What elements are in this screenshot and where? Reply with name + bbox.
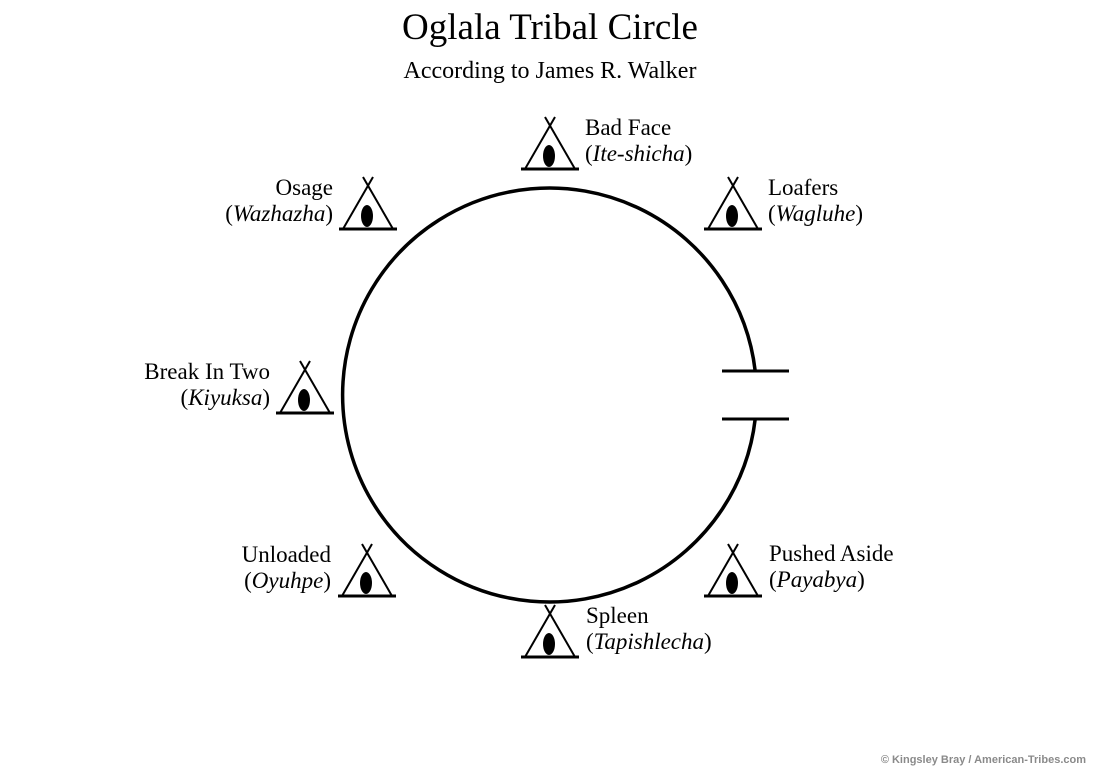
tipi-icon: [276, 360, 334, 415]
band-label-break-in-two: Break In Two (Kiyuksa): [144, 359, 270, 410]
band-label-pushed-aside: Pushed Aside (Payabya): [769, 541, 894, 592]
band-english-name: Pushed Aside: [769, 541, 894, 566]
tipi-icon: [338, 543, 396, 598]
band-native-name: Kiyuksa: [188, 385, 263, 410]
band-label-bad-face: Bad Face (Ite-shicha): [585, 115, 693, 166]
band-label-loafers: Loafers (Wagluhe): [768, 175, 863, 226]
band-label-unloaded: Unloaded (Oyuhpe): [241, 542, 331, 593]
band-label-spleen: Spleen (Tapishlecha): [586, 603, 712, 654]
tipi-icon: [521, 604, 579, 659]
tipi-icon: [704, 543, 762, 598]
band-native-name: Wagluhe: [775, 201, 856, 226]
diagram-subtitle: According to James R. Walker: [403, 58, 697, 84]
band-native-name: Ite-shicha: [592, 141, 685, 166]
band-native-name: Oyuhpe: [251, 568, 324, 593]
band-label-osage: Osage (Wazhazha): [225, 175, 333, 226]
band-english-name: Loafers: [768, 175, 839, 200]
diagram-title: Oglala Tribal Circle: [402, 7, 698, 48]
band-native-name: Payabya: [776, 567, 858, 592]
copyright-credit: © Kingsley Bray / American-Tribes.com: [880, 754, 1086, 766]
band-english-name: Osage: [275, 175, 333, 200]
tipi-icon: [704, 176, 762, 231]
band-english-name: Bad Face: [585, 115, 672, 140]
band-english-name: Unloaded: [241, 542, 331, 567]
camp-circle: [340, 186, 757, 604]
tipi-icon: [339, 176, 397, 231]
tipi-icon: [521, 116, 579, 171]
band-native-name: Tapishlecha: [593, 629, 704, 654]
band-english-name: Break In Two: [144, 359, 270, 384]
band-english-name: Spleen: [586, 603, 649, 628]
band-native-name: Wazhazha: [232, 201, 326, 226]
